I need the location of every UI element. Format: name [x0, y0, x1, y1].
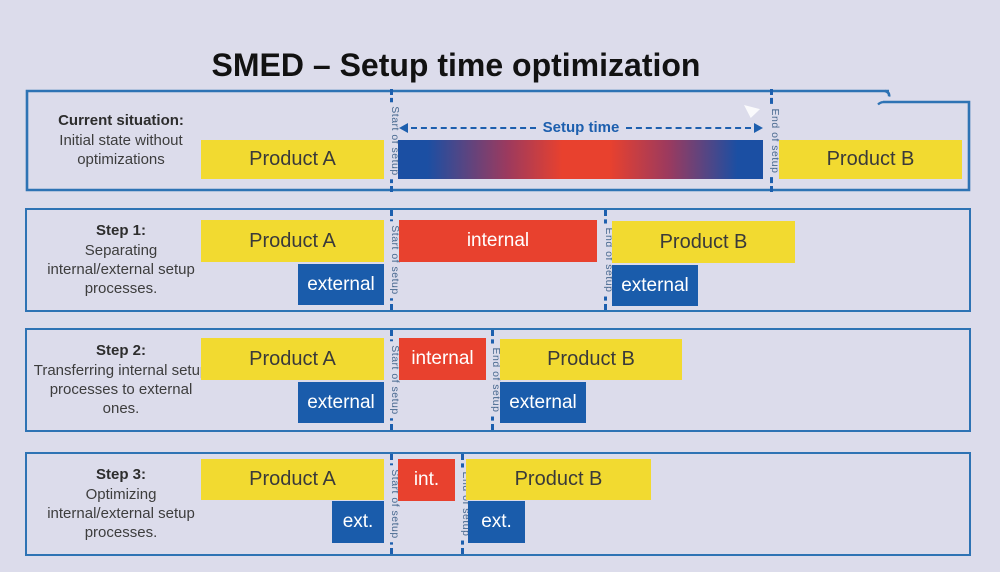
panel-caption: Step 1: Separating internal/external set… [33, 210, 209, 310]
panel-heading: Step 3: [95, 465, 146, 483]
panel-description: Transferring internal setup processes to… [33, 361, 209, 418]
external-setup-box-left: ext. [332, 501, 384, 543]
panel-description: Optimizing internal/external setup proce… [47, 485, 195, 542]
end-of-setup-marker: End of setup [602, 210, 615, 310]
start-of-setup-marker: Start of setup [388, 330, 401, 430]
external-setup-box-right: ext. [468, 501, 525, 543]
page-title: SMED – Setup time optimization [211, 47, 701, 84]
product-b-box: Product B [779, 140, 962, 179]
panel-description: Separating internal/external setup proce… [47, 241, 195, 298]
setup-time-arrow: Setup time [399, 119, 763, 136]
product-b-box: Product B [500, 339, 682, 380]
panel-caption: Step 2: Transferring internal setup proc… [33, 330, 209, 430]
panel-caption: Current situation: Initial state without… [33, 89, 209, 192]
internal-setup-box: internal [399, 220, 597, 262]
panel-description: Initial state without optimizations [59, 131, 183, 168]
panel-border-sketch [25, 89, 971, 192]
start-of-setup-label: Start of setup [388, 101, 401, 180]
start-of-setup-label: Start of setup [388, 221, 401, 299]
panel-heading: Current situation: [58, 111, 184, 129]
end-of-setup-marker: End of setup [768, 89, 781, 192]
setup-time-label: Setup time [542, 119, 620, 136]
end-of-setup-marker: End of setup [459, 454, 472, 554]
external-setup-box-left: external [298, 382, 384, 423]
external-setup-box-right: external [612, 265, 698, 306]
product-a-box: Product A [201, 338, 384, 380]
arrowhead-right-icon [754, 122, 763, 133]
product-a-box: Product A [201, 459, 384, 500]
end-of-setup-label: End of setup [489, 343, 502, 417]
start-of-setup-marker: Start of setup [388, 454, 401, 554]
setup-time-gradient-bar [398, 140, 763, 179]
internal-setup-box: internal [399, 338, 486, 380]
end-of-setup-label: End of setup [602, 223, 615, 297]
panel-step-2: Step 2: Transferring internal setup proc… [25, 328, 971, 432]
product-b-box: Product B [466, 459, 651, 500]
product-a-box: Product A [201, 220, 384, 262]
panel-step-1: Step 1: Separating internal/external set… [25, 208, 971, 312]
panel-heading: Step 1: [95, 221, 146, 239]
panel-step-3: Step 3: Optimizing internal/external set… [25, 452, 971, 556]
external-setup-box-right: external [500, 382, 586, 423]
panel-caption: Step 3: Optimizing internal/external set… [33, 454, 209, 554]
internal-setup-box: int. [398, 459, 455, 501]
end-of-setup-label: End of setup [768, 104, 781, 177]
product-a-box: Product A [201, 140, 384, 179]
panel-heading: Step 2: [95, 341, 146, 359]
external-setup-box-left: external [298, 264, 384, 305]
dashed-line [411, 126, 536, 129]
start-of-setup-marker: Start of setup [388, 210, 401, 310]
arrowhead-left-icon [399, 122, 408, 133]
start-of-setup-label: Start of setup [388, 341, 401, 419]
end-of-setup-marker: End of setup [489, 330, 502, 430]
dashed-line [626, 126, 751, 129]
product-b-box: Product B [612, 221, 795, 263]
start-of-setup-label: Start of setup [388, 465, 401, 543]
start-of-setup-marker: Start of setup [388, 89, 401, 192]
panel-current-situation: Current situation: Initial state without… [25, 89, 971, 192]
